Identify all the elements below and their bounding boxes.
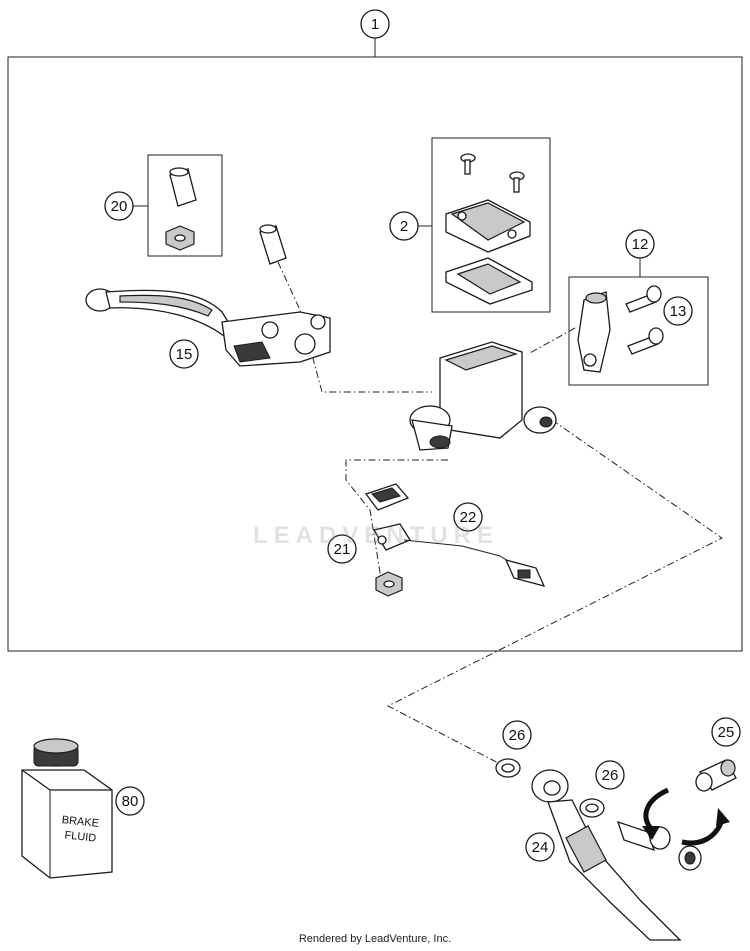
callout-1: 1 (360, 9, 390, 39)
callout-15: 15 (169, 339, 199, 369)
bottle-label-line1: BRAKE (61, 814, 99, 830)
dash-switch (345, 459, 448, 586)
callout-12-label: 12 (632, 236, 649, 253)
part-26-washer-b (579, 798, 605, 818)
callout-26a-label: 26 (509, 727, 526, 744)
rotation-arrows (642, 787, 730, 846)
watermark: LEADVENTURE (252, 522, 499, 549)
part-21-brake-switch (364, 483, 411, 597)
callout-2: 2 (389, 211, 419, 241)
callout-26b-label: 26 (602, 767, 619, 784)
callout-2-label: 2 (400, 218, 408, 235)
callout-26a: 26 (502, 720, 532, 750)
callout-15-label: 15 (176, 346, 193, 363)
banjo-bolt (616, 820, 702, 871)
callout-13: 13 (663, 296, 693, 326)
callout-24-label: 24 (532, 839, 549, 856)
part-25-bleeder-screw (695, 759, 737, 792)
part-20-bushing (165, 167, 197, 251)
callout-22: 22 (453, 502, 483, 532)
callout-22-label: 22 (460, 509, 477, 526)
box-2 (431, 137, 551, 313)
callout-80-label: 80 (122, 793, 139, 810)
dash-hose (386, 419, 723, 769)
dash-lever-pivot (277, 261, 432, 393)
part-22-switch-cable (403, 539, 546, 587)
callout-13-label: 13 (670, 303, 687, 320)
callout-21: 21 (327, 534, 357, 564)
part-24-brake-hose (531, 769, 682, 941)
callout-20-label: 20 (111, 198, 128, 215)
callout-20: 20 (104, 191, 134, 221)
footer-credit: Rendered by LeadVenture, Inc. (298, 933, 452, 945)
callout-25-label: 25 (718, 724, 735, 741)
part-26-washer-a (495, 758, 521, 778)
pivot-bushing (259, 224, 287, 265)
callout-26b: 26 (595, 760, 625, 790)
callout-12: 12 (625, 229, 655, 259)
part-12-clamp (577, 291, 611, 373)
callout-25: 25 (711, 717, 741, 747)
part-2-reservoir-cover (445, 153, 533, 305)
part-80-brake-fluid-bottle (21, 738, 113, 879)
callout-1-label: 1 (371, 16, 379, 33)
bottle-label-line2: FLUID (64, 829, 97, 844)
part-15-brake-lever (85, 288, 331, 367)
callout-80: 80 (115, 786, 145, 816)
callout-24: 24 (525, 832, 555, 862)
master-cylinder-body (409, 341, 557, 451)
dash-clamp (527, 327, 576, 355)
callout-21-label: 21 (334, 541, 351, 558)
part-13-clamp-bolts (625, 285, 664, 355)
